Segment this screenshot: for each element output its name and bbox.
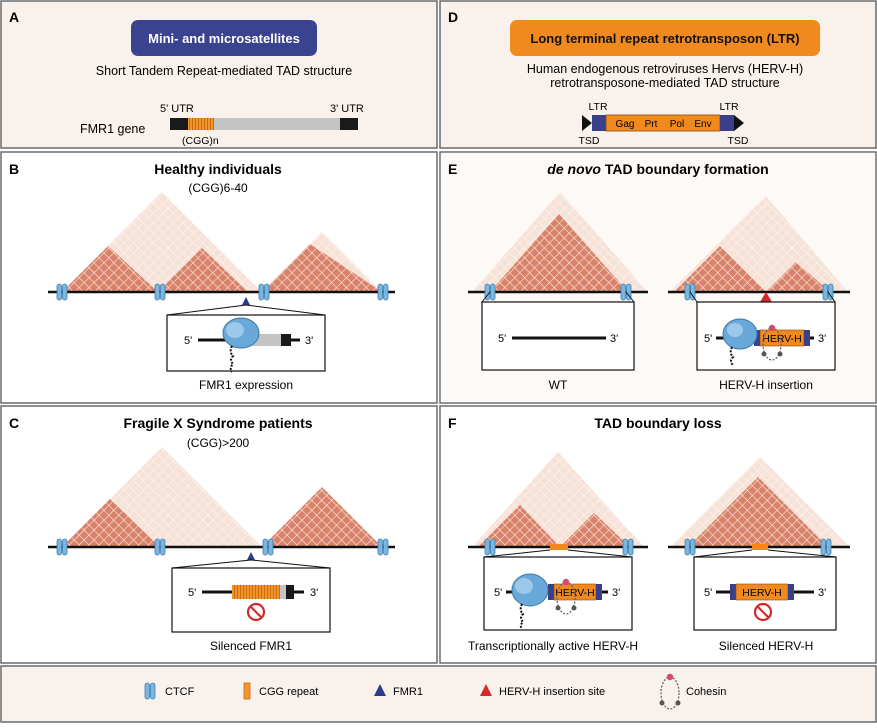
legend-label: FMR1 bbox=[393, 686, 423, 698]
legend-label: HERV-H insertion site bbox=[499, 686, 605, 698]
tsd-label-right: TSD bbox=[728, 135, 749, 147]
panel-letter: C bbox=[9, 415, 19, 431]
caption-wt: WT bbox=[549, 378, 568, 392]
cgg-repeat-icon bbox=[243, 682, 251, 700]
tad-triangles-wt bbox=[472, 192, 648, 292]
panel-b: B Healthy individuals (CGG)6-40 5' 3' F bbox=[0, 151, 438, 404]
panel-e: E de novo TAD boundary formation 5' 3' W… bbox=[439, 151, 877, 404]
prime5-label: 5' bbox=[498, 333, 506, 345]
panel-a: A Mini- and microsatellites Short Tandem… bbox=[0, 0, 438, 149]
panel-caption: Silenced FMR1 bbox=[210, 639, 292, 653]
caption-insertion: HERV-H insertion bbox=[719, 378, 813, 392]
panel-subtitle: (CGG)6-40 bbox=[188, 181, 248, 195]
badge bbox=[510, 20, 820, 56]
prime5-label: 5' bbox=[184, 335, 192, 347]
panel-letter: B bbox=[9, 161, 19, 177]
cgg-repeat-icon bbox=[232, 585, 280, 599]
gene-label: FMR1 gene bbox=[80, 122, 145, 136]
prime3-label: 3' bbox=[305, 335, 313, 347]
utr5-label: 5' UTR bbox=[160, 103, 194, 115]
badge-label: Mini- and microsatellites bbox=[148, 31, 300, 46]
panel-subtitle: (CGG)>200 bbox=[187, 436, 250, 450]
zoom-box-wt bbox=[481, 301, 635, 371]
rna-polymerase-icon bbox=[222, 317, 260, 373]
ltr-label-left: LTR bbox=[588, 101, 607, 113]
zoom-box bbox=[171, 567, 331, 633]
herv-element-diagram bbox=[582, 114, 744, 132]
herv-site-marker bbox=[550, 544, 568, 550]
repeat-label: (CGG)n bbox=[182, 135, 219, 147]
env-label: Env bbox=[694, 119, 711, 130]
prime3-label: 3' bbox=[610, 333, 618, 345]
prime5-label: 5' bbox=[188, 587, 196, 599]
herv-site-marker bbox=[752, 544, 768, 550]
legend-box bbox=[0, 665, 877, 723]
panel-subtitle-2: retrotransposone-mediated TAD structure bbox=[550, 76, 780, 90]
panel-title: de novo TAD boundary formation bbox=[547, 161, 768, 177]
no-symbol-icon bbox=[246, 602, 266, 622]
caption-active: Transcriptionally active HERV-H bbox=[468, 639, 638, 653]
panel-f: F TAD boundary loss 5' 3' HERV-H Transcr… bbox=[439, 405, 877, 664]
herv-insertion-icon bbox=[480, 684, 492, 696]
prime3-label: 3' bbox=[310, 587, 318, 599]
badge bbox=[131, 20, 317, 56]
panel-title: TAD boundary loss bbox=[594, 415, 722, 431]
panel-letter: F bbox=[448, 415, 457, 431]
legend-label: CTCF bbox=[165, 686, 195, 698]
caption-silenced: Silenced HERV-H bbox=[719, 639, 814, 653]
legend-label: Cohesin bbox=[686, 686, 726, 698]
tsd-label-left: TSD bbox=[579, 135, 600, 147]
tad-triangles bbox=[62, 192, 382, 292]
panel-letter: E bbox=[448, 161, 457, 177]
panel-title: Fragile X Syndrome patients bbox=[123, 415, 312, 431]
prime5-label: 5' bbox=[494, 587, 502, 599]
gag-label: Gag bbox=[616, 119, 635, 130]
herv-insertion-icon bbox=[760, 292, 772, 302]
panel-subtitle: Short Tandem Repeat-mediated TAD structu… bbox=[96, 64, 352, 78]
pol-label: Pol bbox=[670, 119, 684, 130]
prime5-label: 5' bbox=[704, 587, 712, 599]
prime5-label: 5' bbox=[704, 333, 712, 345]
tad-triangles bbox=[62, 447, 382, 547]
panel-title: Healthy individuals bbox=[154, 161, 282, 177]
prime3-label: 3' bbox=[612, 587, 620, 599]
herv-label: HERV-H bbox=[742, 587, 781, 599]
herv-label: HERV-H bbox=[762, 333, 801, 345]
prt-label: Prt bbox=[645, 119, 658, 130]
fmr1-triangle-icon bbox=[374, 684, 386, 696]
panel-letter: A bbox=[9, 9, 19, 25]
rna-polymerase-icon bbox=[722, 318, 758, 366]
ltr-label-right: LTR bbox=[719, 101, 738, 113]
tad-triangles-insertion bbox=[670, 196, 848, 292]
rna-polymerase-icon bbox=[511, 573, 549, 629]
no-symbol-icon bbox=[753, 602, 773, 622]
utr3-label: 3' UTR bbox=[330, 103, 364, 115]
legend-label: CGG repeat bbox=[259, 686, 318, 698]
panel-c: C Fragile X Syndrome patients (CGG)>200 … bbox=[0, 405, 438, 664]
fmr1-gene-diagram bbox=[170, 118, 358, 130]
tad-triangles-active bbox=[472, 452, 644, 547]
prime3-label: 3' bbox=[818, 587, 826, 599]
panel-subtitle-1: Human endogenous retroviruses Hervs (HER… bbox=[527, 62, 803, 76]
tad-triangles-silenced bbox=[670, 457, 850, 547]
prime3-label: 3' bbox=[818, 333, 826, 345]
fmr1-triangle-icon bbox=[242, 297, 250, 305]
legend: CTCF CGG repeat FMR1 HERV-H insertion si… bbox=[0, 665, 877, 723]
badge-label: Long terminal repeat retrotransposon (LT… bbox=[530, 31, 799, 46]
panel-letter: D bbox=[448, 9, 458, 25]
fmr1-triangle-icon bbox=[247, 552, 255, 560]
panel-caption: FMR1 expression bbox=[199, 378, 293, 392]
panel-d: D Long terminal repeat retrotransposon (… bbox=[439, 0, 877, 149]
